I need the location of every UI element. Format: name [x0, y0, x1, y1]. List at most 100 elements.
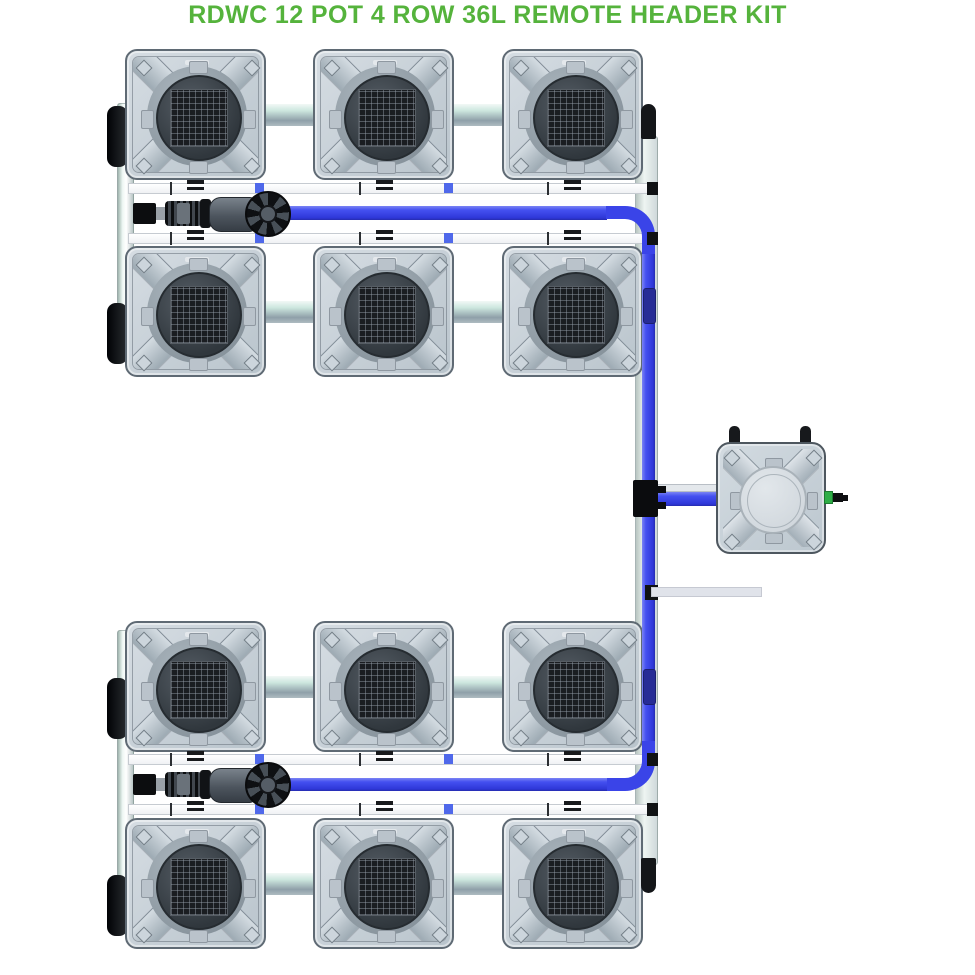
pipe-blue-joint: [255, 233, 264, 243]
tank-drain-pipe: [651, 587, 762, 597]
net-mesh: [170, 286, 228, 344]
pipe-mark: [187, 230, 204, 234]
return-pipe: [128, 180, 657, 195]
connector-pipe: [451, 104, 503, 126]
left-pipe-cap: [107, 678, 128, 739]
pipe-mark: [564, 180, 581, 184]
pipe-mark: [376, 230, 393, 234]
pipe-joint: [646, 232, 658, 245]
right-pipe-cap: [641, 858, 656, 893]
pump-inlet-fitting: [133, 203, 156, 224]
header-tank: [716, 442, 826, 554]
net-mesh: [547, 89, 605, 147]
pot-7: [125, 621, 266, 752]
tee-clamp: [656, 486, 666, 493]
pump-head: [245, 191, 291, 237]
pipe-mark: [187, 180, 204, 184]
pipe-blue-joint: [444, 183, 453, 193]
left-pipe-cap: [107, 875, 128, 936]
left-pipe-cap: [107, 106, 128, 167]
net-mesh: [547, 286, 605, 344]
tank-side-stub: [833, 493, 843, 502]
pipe-mark: [376, 807, 393, 811]
pipe-mark: [564, 186, 581, 190]
product-title: RDWC 12 POT 4 ROW 36L REMOTE HEADER KIT: [188, 1, 787, 29]
pot-6: [502, 246, 643, 377]
pipe-blue-joint: [444, 754, 453, 764]
net-mesh: [358, 89, 416, 147]
pipe-mark: [187, 186, 204, 190]
return-pipe: [128, 751, 657, 766]
net-mesh: [170, 661, 228, 719]
net-mesh: [547, 661, 605, 719]
pot-10: [125, 818, 266, 949]
connector-pipe: [263, 873, 315, 895]
pipe-mark: [564, 801, 581, 805]
pipe-mark: [376, 186, 393, 190]
pipe-tick: [359, 803, 361, 816]
connector-pipe: [451, 873, 503, 895]
blue-tube-fitting: [642, 288, 656, 324]
header-feed-tube: [652, 492, 718, 506]
pipe-mark: [376, 180, 393, 184]
pipe-tick: [359, 753, 361, 766]
pipe-mark: [187, 751, 204, 755]
tank-post: [729, 426, 740, 445]
pot-1: [125, 49, 266, 180]
pipe-tick: [547, 232, 549, 245]
connector-pipe: [263, 676, 315, 698]
connector-pipe: [263, 104, 315, 126]
pipe-tick: [170, 803, 172, 816]
pipe-tick: [547, 803, 549, 816]
pipe-tick: [359, 182, 361, 195]
pump-inlet-fitting: [133, 774, 156, 795]
pipe-blue-joint: [255, 754, 264, 764]
pipe-joint: [646, 753, 658, 766]
net-mesh: [358, 286, 416, 344]
pipe-mark: [376, 801, 393, 805]
left-pipe-cap: [107, 303, 128, 364]
pipe-mark: [564, 236, 581, 240]
net-mesh: [358, 661, 416, 719]
tee-fitting: [633, 480, 658, 517]
net-mesh: [170, 858, 228, 916]
pipe-tick: [170, 182, 172, 195]
pipe-mark: [187, 757, 204, 761]
pipe-mark: [376, 236, 393, 240]
pipe-mark: [564, 230, 581, 234]
pot-4: [125, 246, 266, 377]
blue-tube-bottom: [266, 777, 607, 791]
pipe-mark: [187, 807, 204, 811]
pipe-mark: [187, 236, 204, 240]
net-mesh: [358, 858, 416, 916]
pipe-mark: [564, 757, 581, 761]
pot-9: [502, 621, 643, 752]
pipe-tick: [170, 753, 172, 766]
pipe-tick: [359, 232, 361, 245]
pipe-blue-joint: [255, 804, 264, 814]
connector-pipe: [451, 676, 503, 698]
blue-tube-fitting: [642, 669, 656, 705]
pot-12: [502, 818, 643, 949]
tee-clamp: [656, 502, 666, 509]
pot-3: [502, 49, 643, 180]
pipe-tick: [547, 753, 549, 766]
pipe-mark: [376, 751, 393, 755]
tank-green-fitting: [824, 491, 833, 504]
pipe-blue-joint: [255, 183, 264, 193]
connector-pipe: [263, 301, 315, 323]
pipe-joint: [646, 182, 658, 195]
pipe-joint: [646, 803, 658, 816]
tank-post: [800, 426, 811, 445]
water-pump-bottom: [118, 761, 293, 811]
pot-2: [313, 49, 454, 180]
blue-tube-top: [266, 206, 607, 220]
pipe-tick: [170, 232, 172, 245]
pipe-mark: [564, 751, 581, 755]
connector-pipe: [451, 301, 503, 323]
return-pipe: [128, 801, 657, 816]
pipe-mark: [564, 807, 581, 811]
pipe-mark: [187, 801, 204, 805]
pot-8: [313, 621, 454, 752]
